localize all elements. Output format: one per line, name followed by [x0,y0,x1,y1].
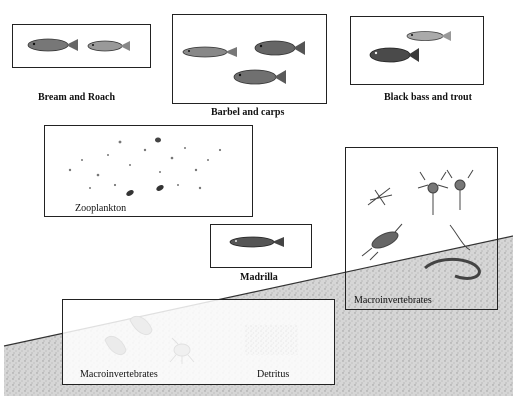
label-macroinvertebrates-upper: Macroinvertebrates [354,295,432,306]
label-macroinvertebrates-lower: Macroinvertebrates [80,369,158,380]
black-bass-trout-box [350,16,484,85]
bream-roach-box [12,24,151,68]
macroinvertebrates-upper-box [345,147,498,310]
label-bream-roach: Bream and Roach [38,92,115,103]
madrilla-box [210,224,312,268]
label-black-bass-trout: Black bass and trout [384,92,472,103]
label-barbel-carps: Barbel and carps [211,107,284,118]
label-detritus: Detritus [257,369,289,380]
label-zooplankton: Zooplankton [75,203,126,214]
label-madrilla: Madrilla [240,272,278,283]
barbel-carps-box [172,14,327,104]
